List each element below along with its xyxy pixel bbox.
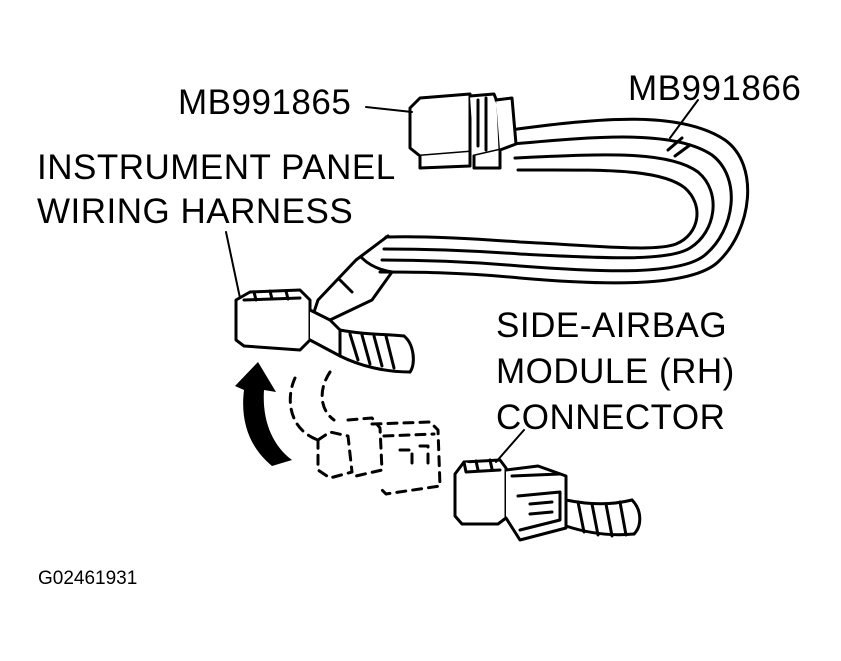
- leader-mb991865: [365, 106, 413, 113]
- instrument-panel-harness-connector: [234, 288, 415, 374]
- label-harness-line2: WIRING HARNESS: [37, 192, 354, 231]
- label-mb991865: MB991865: [178, 83, 352, 122]
- leader-mb991866: [669, 99, 699, 139]
- mb991866-harness-cable: [378, 117, 750, 285]
- original-position-dashed-connector: [288, 370, 442, 496]
- leader-module-connector: [495, 429, 525, 463]
- side-airbag-module-connector: [453, 458, 642, 542]
- label-mb991866: MB991866: [628, 69, 802, 108]
- mb991865-connector: [408, 92, 518, 170]
- label-module-line1: SIDE-AIRBAG: [496, 306, 728, 345]
- label-harness-line1: INSTRUMENT PANEL: [37, 148, 396, 187]
- label-module-line2: MODULE (RH): [496, 352, 735, 391]
- label-module-line3: CONNECTOR: [496, 398, 726, 437]
- probe-tip: [310, 234, 394, 322]
- leader-harness: [225, 231, 241, 299]
- figure-code: G02461931: [38, 568, 138, 589]
- connect-arrow-icon: [235, 362, 292, 466]
- leader-lines: [225, 99, 699, 463]
